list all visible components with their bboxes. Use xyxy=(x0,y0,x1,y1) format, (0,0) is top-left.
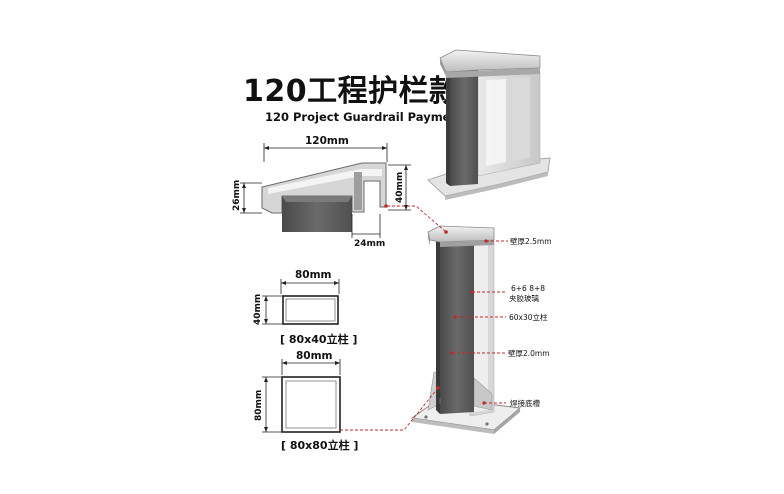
page-subtitle: 120 Project Guardrail Payment xyxy=(265,110,465,124)
dim-profile-height: 26mm xyxy=(232,180,242,211)
caption-column-80x80: [ 80x80立柱 ] xyxy=(281,438,358,452)
guardrail-assembly-view xyxy=(410,225,522,434)
callout-labels: 壁厚2.5mm 6+6 8+8 夹胶玻璃 60x30立柱 壁厚2.0mm 焊接底… xyxy=(508,236,552,408)
handrail-profile-section: 120mm 26mm 40mm 24mm xyxy=(232,135,411,249)
callout-welded-base-channel: 焊接底槽 xyxy=(510,398,540,408)
caption-column-80x40: [ 80x40立柱 ] xyxy=(280,332,357,346)
dim-profile-side-height: 40mm xyxy=(395,172,405,203)
column-80x40-section: 80mm 40mm [ 80x40立柱 ] xyxy=(253,269,357,346)
dim-column-80x40-width: 80mm xyxy=(295,269,332,281)
dim-profile-slot: 24mm xyxy=(354,239,385,249)
callout-wall-thickness-2-0: 壁厚2.0mm xyxy=(508,348,550,358)
page-title: 120工程护栏款 xyxy=(243,74,460,109)
leader-lines xyxy=(340,205,508,431)
dim-column-80x80-width: 80mm xyxy=(296,350,333,362)
dim-column-80x80-height: 80mm xyxy=(254,390,264,421)
guardrail-3d-view xyxy=(427,49,551,200)
dim-column-80x40-height: 40mm xyxy=(253,294,263,325)
callout-laminated-glass: 夹胶玻璃 xyxy=(509,293,539,303)
callout-wall-thickness-2-5: 壁厚2.5mm xyxy=(510,236,552,246)
callout-laminated-glass-spec: 6+6 8+8 xyxy=(511,284,545,293)
callout-column-60x30: 60x30立柱 xyxy=(509,312,548,322)
column-80x80-section: 80mm 80mm [ 80x80立柱 ] xyxy=(254,350,358,452)
dim-profile-width: 120mm xyxy=(305,135,349,147)
